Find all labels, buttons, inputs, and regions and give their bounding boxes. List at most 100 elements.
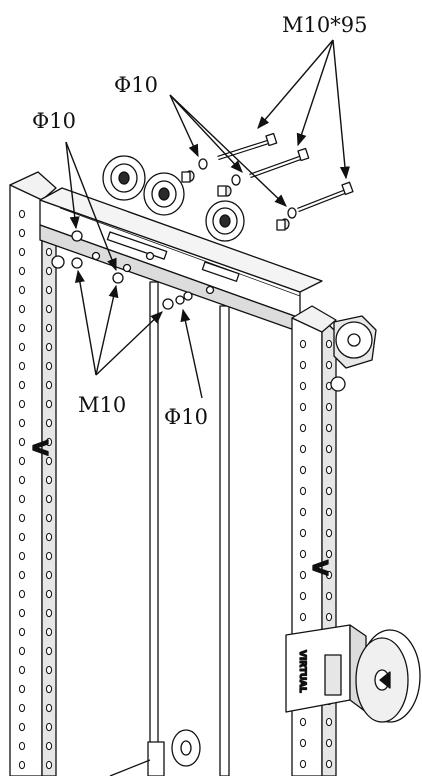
upright-hole: [18, 285, 26, 295]
upright-hole: [45, 266, 53, 276]
upright-hole: [18, 627, 26, 637]
callout-labels: M10*95 Φ10 Φ10 M10 Φ10: [32, 13, 367, 429]
lower-carriage: VIRTUAL: [285, 624, 367, 713]
upright-hole: [45, 475, 53, 485]
upright-hole: [45, 437, 53, 447]
upright-hole: [45, 722, 53, 732]
upright-hole: [325, 486, 333, 496]
upright-hole: [18, 608, 26, 618]
label-bolt-m10x95: M10*95: [282, 13, 367, 37]
upright-hole: [45, 608, 53, 618]
upright-hole: [45, 646, 53, 656]
upright-hole: [18, 323, 26, 333]
upright-hole: [299, 402, 307, 412]
left-upright-holes: [18, 209, 53, 770]
upright-hole: [299, 465, 307, 475]
upright-hole: [299, 570, 307, 580]
upright-hole: [45, 285, 53, 295]
upright-hole: [18, 665, 26, 675]
pulley-wheels: [102, 155, 245, 242]
upright-hole: [18, 456, 26, 466]
upright-hole: [18, 437, 26, 447]
upright-hole: [325, 528, 333, 538]
upright-hole: [18, 399, 26, 409]
label-nut-m10: M10: [78, 393, 126, 417]
upright-hole: [299, 423, 307, 433]
upright-hole: [45, 760, 53, 770]
upright-hole: [18, 513, 26, 523]
upright-hole: [299, 738, 307, 748]
top-right-pulley: [330, 315, 377, 392]
upright-hole: [45, 304, 53, 314]
label-washer-left: Φ10: [32, 109, 76, 133]
upright-hole: [325, 444, 333, 454]
top-crossbeam: [39, 187, 323, 333]
upright-hole: [325, 423, 333, 433]
upright-hole: [45, 418, 53, 428]
upright-hole: [325, 402, 333, 412]
upright-hole: [325, 360, 333, 370]
label-washer-top: Φ10: [114, 73, 158, 97]
label-washer-mid: Φ10: [164, 405, 208, 429]
upright-hole: [299, 381, 307, 391]
upright-hole: [18, 703, 26, 713]
guide-rods: [149, 281, 230, 777]
upright-hole: [18, 760, 26, 770]
upright-hole: [18, 494, 26, 504]
carriage-plate-text: VIRTUAL: [297, 650, 307, 693]
upright-hole: [18, 418, 26, 428]
upright-hole: [45, 247, 53, 257]
upright-hole: [325, 507, 333, 517]
leader-arrows: [65, 39, 350, 399]
upright-hole: [45, 627, 53, 637]
upright-hole: [299, 549, 307, 559]
upright-hole: [45, 399, 53, 409]
bolts: [217, 132, 354, 213]
right-upright-logo: V: [308, 560, 332, 576]
upright-hole: [299, 591, 307, 601]
upright-hole: [45, 380, 53, 390]
upright-hole: [18, 304, 26, 314]
pulley-wheel: [205, 200, 245, 242]
upright-hole: [325, 465, 333, 475]
upright-hole: [299, 360, 307, 370]
upright-hole: [18, 266, 26, 276]
upright-hole: [18, 570, 26, 580]
upright-hole: [299, 528, 307, 538]
upright-hole: [18, 247, 26, 257]
upright-hole: [45, 570, 53, 580]
upright-hole: [325, 339, 333, 349]
upright-hole: [299, 759, 307, 769]
upright-hole: [18, 551, 26, 561]
upright-hole: [45, 361, 53, 371]
left-upright: V: [9, 171, 57, 777]
upright-hole: [325, 549, 333, 559]
upright-hole: [45, 532, 53, 542]
upright-hole: [18, 228, 26, 238]
lower-pulley: [355, 629, 421, 723]
upright-hole: [18, 342, 26, 352]
pulley-wheel: [102, 155, 146, 201]
bolt: [249, 147, 310, 179]
upright-hole: [299, 717, 307, 727]
upright-hole: [299, 486, 307, 496]
upright-hole: [18, 532, 26, 542]
bolt: [217, 132, 278, 161]
upright-hole: [325, 738, 333, 748]
upright-hole: [299, 444, 307, 454]
pulley-wheel: [143, 172, 185, 216]
upright-hole: [18, 380, 26, 390]
upright-hole: [45, 665, 53, 675]
top-washers: [181, 158, 297, 231]
upright-hole: [299, 339, 307, 349]
upright-hole: [45, 494, 53, 504]
upright-hole: [325, 612, 333, 622]
upright-hole: [325, 570, 333, 580]
upright-hole: [325, 759, 333, 769]
upright-hole: [18, 475, 26, 485]
upright-hole: [45, 589, 53, 599]
upright-hole: [18, 646, 26, 656]
bottom-pulley: [109, 729, 201, 777]
